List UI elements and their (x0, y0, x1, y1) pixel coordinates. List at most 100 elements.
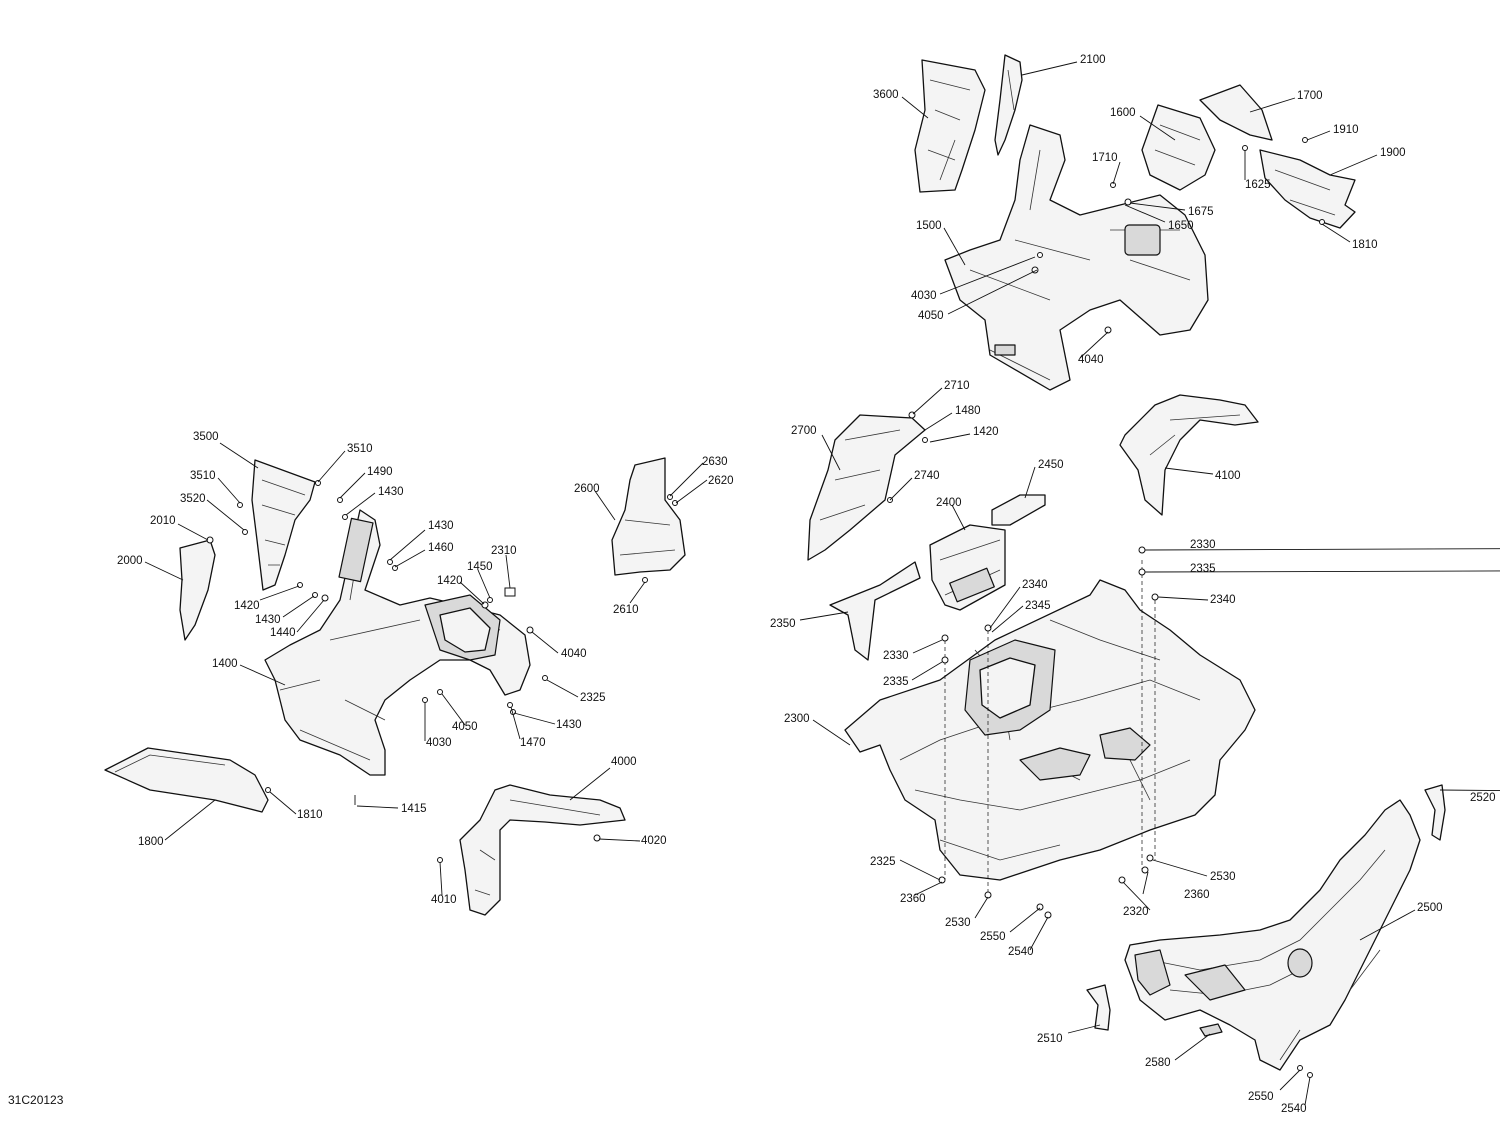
label-1430-a: 1430 (378, 486, 404, 498)
label-1450: 1450 (467, 561, 493, 573)
label-2320: 2320 (1123, 906, 1149, 918)
label-1490: 1490 (367, 466, 393, 478)
label-4000: 4000 (611, 756, 637, 768)
label-1420-c: 1420 (234, 600, 260, 612)
part-1500-dash (944, 124, 1209, 391)
label-2010: 2010 (150, 515, 176, 527)
part-2520-reflector (1424, 784, 1446, 841)
label-2330-top: 2330 (1190, 539, 1216, 551)
label-1470: 1470 (520, 737, 546, 749)
label-1710: 1710 (1092, 152, 1118, 164)
diagram-code: 31C20123 (8, 1093, 64, 1107)
label-1430-c: 1430 (255, 614, 281, 626)
label-1440: 1440 (270, 627, 296, 639)
label-2335-top: 2335 (1190, 563, 1216, 575)
label-2100: 2100 (1080, 54, 1106, 66)
label-3510-left: 3510 (190, 470, 216, 482)
label-3600: 3600 (873, 89, 899, 101)
label-1810-top: 1810 (1352, 239, 1378, 251)
label-1460: 1460 (428, 542, 454, 554)
label-1810-left: 1810 (297, 809, 323, 821)
label-2620: 2620 (708, 475, 734, 487)
part-2580-label (1199, 1023, 1223, 1037)
label-2340-left: 2340 (1022, 579, 1048, 591)
part-1400-dash (264, 509, 531, 776)
label-2000: 2000 (117, 555, 143, 567)
label-1430-d: 1430 (556, 719, 582, 731)
part-1800-panel (104, 747, 269, 813)
label-2400: 2400 (936, 497, 962, 509)
label-4030-left: 4030 (426, 737, 452, 749)
label-4100: 4100 (1215, 470, 1241, 482)
label-4040-left: 4040 (561, 648, 587, 660)
label-2600: 2600 (574, 483, 600, 495)
part-4000-bracket (459, 784, 626, 916)
label-2580: 2580 (1145, 1057, 1171, 1069)
part-2510-reflector (1086, 984, 1111, 1031)
hardware-bumper (1297, 1065, 1313, 1078)
label-2330-bottom: 2330 (883, 650, 909, 662)
label-2550-mid: 2550 (980, 931, 1006, 943)
part-2300-tub (844, 579, 1256, 881)
label-2325-left: 2325 (580, 692, 606, 704)
leader-lines (144, 61, 1500, 1106)
label-2530-left: 2530 (945, 917, 971, 929)
label-2540-bottom: 2540 (1281, 1103, 1307, 1115)
label-2340-right: 2340 (1210, 594, 1236, 606)
label-2540-mid: 2540 (1008, 946, 1034, 958)
label-4030-top: 4030 (911, 290, 937, 302)
label-1700: 1700 (1297, 90, 1323, 102)
label-4050-top: 4050 (918, 310, 944, 322)
label-1675: 1675 (1188, 206, 1214, 218)
hardware-top (1031, 137, 1325, 334)
label-1625: 1625 (1245, 179, 1271, 191)
part-2700-fender (807, 414, 926, 561)
part-3500-panel (251, 459, 316, 591)
label-1480: 1480 (955, 405, 981, 417)
label-3520: 3520 (180, 493, 206, 505)
label-2350: 2350 (770, 618, 796, 630)
label-1650: 1650 (1168, 220, 1194, 232)
label-2450: 2450 (1038, 459, 1064, 471)
label-4040-top: 4040 (1078, 354, 1104, 366)
label-4020: 4020 (641, 835, 667, 847)
label-1400: 1400 (212, 658, 238, 670)
label-2335-bottom: 2335 (883, 676, 909, 688)
part-2000-panel (179, 539, 216, 641)
label-1910: 1910 (1333, 124, 1359, 136)
part-2100-panel (994, 54, 1023, 156)
hardware-left (206, 480, 678, 863)
label-1800: 1800 (138, 836, 164, 848)
label-1420-mid: 1420 (973, 426, 999, 438)
part-4100-fender (1119, 394, 1259, 516)
label-2520: 2520 (1470, 792, 1496, 804)
label-2630: 2630 (702, 456, 728, 468)
label-2300: 2300 (784, 713, 810, 725)
label-1415: 1415 (401, 803, 427, 815)
label-1900: 1900 (1380, 147, 1406, 159)
label-3510-right: 3510 (347, 443, 373, 455)
label-2610: 2610 (613, 604, 639, 616)
label-2310: 2310 (491, 545, 517, 557)
part-1700-cover (1199, 84, 1273, 141)
label-2325-right: 2325 (870, 856, 896, 868)
label-1600: 1600 (1110, 107, 1136, 119)
label-2360-right: 2360 (1184, 889, 1210, 901)
label-2550-bottom: 2550 (1248, 1091, 1274, 1103)
label-4010: 4010 (431, 894, 457, 906)
part-2600-panel (611, 457, 686, 576)
part-1900-panel (1259, 149, 1356, 229)
label-3500: 3500 (193, 431, 219, 443)
part-2450-pad (991, 494, 1046, 526)
part-2500-bumper (1124, 799, 1421, 1071)
label-2345: 2345 (1025, 600, 1051, 612)
label-1430-b: 1430 (428, 520, 454, 532)
tub-fastener-lines (887, 411, 1159, 919)
part-1600-bracket (1141, 104, 1216, 191)
part-2400-box (929, 524, 1006, 611)
label-2740: 2740 (914, 470, 940, 482)
label-2360-left: 2360 (900, 893, 926, 905)
label-2510: 2510 (1037, 1033, 1063, 1045)
